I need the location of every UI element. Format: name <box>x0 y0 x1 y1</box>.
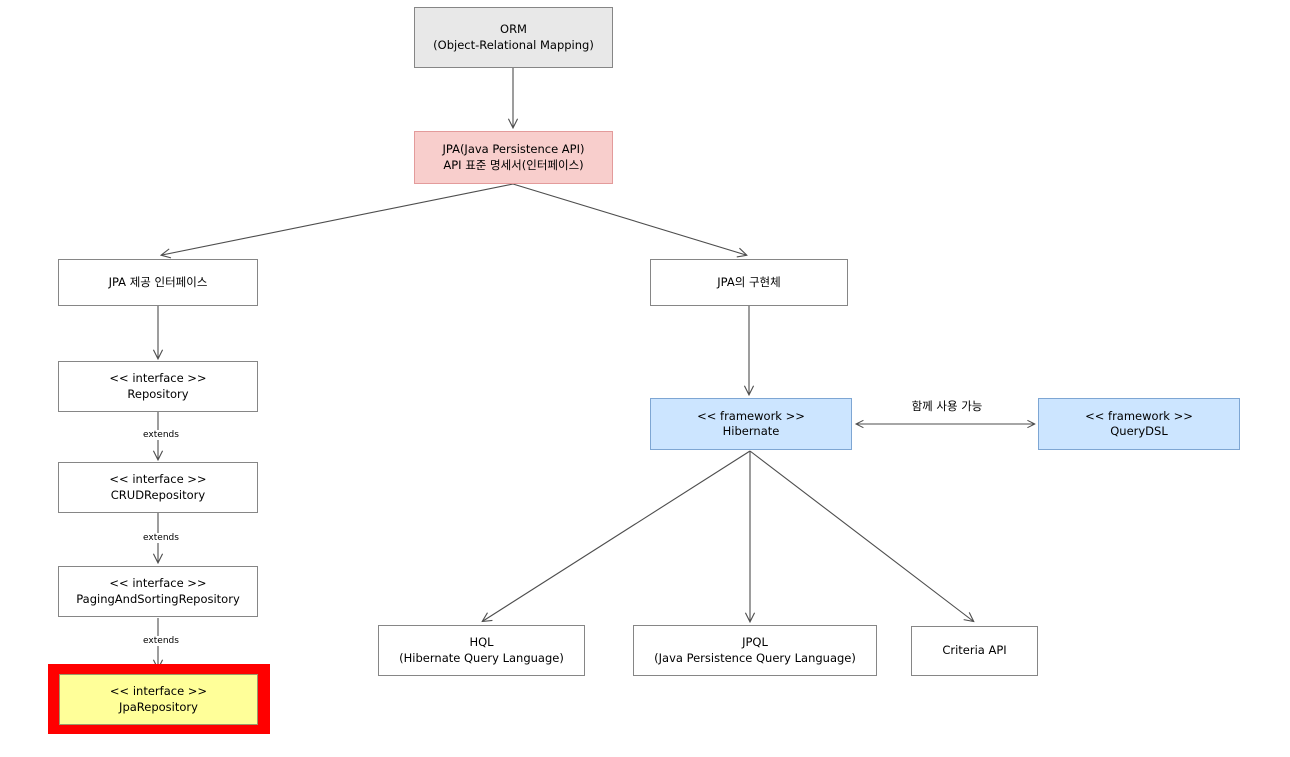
node-jpql-line1: JPQL <box>742 635 768 650</box>
node-crud-repository-line1: << interface >> <box>109 472 207 487</box>
node-hibernate[interactable]: << framework >> Hibernate <box>650 398 852 450</box>
node-criteria-api[interactable]: Criteria API <box>911 626 1038 676</box>
node-crud-repository-line2: CRUDRepository <box>110 487 206 502</box>
node-repository-line2: Repository <box>127 386 189 401</box>
node-jpa-interfaces-line1: JPA 제공 인터페이스 <box>108 274 208 289</box>
edge-label-together: 함께 사용 가능 <box>890 398 1004 414</box>
node-querydsl[interactable]: << framework >> QueryDSL <box>1038 398 1240 450</box>
node-hql-line2: (Hibernate Query Language) <box>399 650 564 665</box>
node-querydsl-line1: << framework >> <box>1085 408 1193 423</box>
node-jpql[interactable]: JPQL (Java Persistence Query Language) <box>633 625 877 676</box>
node-paging-repository-line2: PagingAndSortingRepository <box>76 591 240 606</box>
node-hql-line1: HQL <box>469 635 494 650</box>
node-paging-repository[interactable]: << interface >> PagingAndSortingReposito… <box>58 566 258 617</box>
node-hibernate-line2: Hibernate <box>722 424 780 438</box>
node-crud-repository[interactable]: << interface >> CRUDRepository <box>58 462 258 513</box>
node-repository[interactable]: << interface >> Repository <box>58 361 258 412</box>
node-hql[interactable]: HQL (Hibernate Query Language) <box>378 625 585 676</box>
node-jpa-repository-line1: << interface >> <box>109 684 208 699</box>
node-jpa-impl-line1: JPA의 구현체 <box>717 274 781 289</box>
node-jpa-repository-line2: JpaRepository <box>119 699 198 714</box>
node-orm-line2: (Object-Relational Mapping) <box>433 37 594 52</box>
node-jpa-impl[interactable]: JPA의 구현체 <box>650 259 848 306</box>
edge-label-extends-2: extends <box>133 533 189 543</box>
node-paging-repository-line1: << interface >> <box>109 576 207 591</box>
node-repository-line1: << interface >> <box>109 371 207 386</box>
edge-label-extends-1: extends <box>133 430 189 440</box>
node-jpa[interactable]: JPA(Java Persistence API) API 표준 명세서(인터페… <box>414 131 613 184</box>
node-jpa-interfaces[interactable]: JPA 제공 인터페이스 <box>58 259 258 306</box>
node-orm-line1: ORM <box>500 22 527 37</box>
node-jpa-line1: JPA(Java Persistence API) <box>442 142 585 157</box>
node-criteria-api-line1: Criteria API <box>942 643 1007 658</box>
node-jpa-repository[interactable]: << interface >> JpaRepository <box>59 674 258 725</box>
node-jpa-line2: API 표준 명세서(인터페이스) <box>443 157 584 172</box>
node-hibernate-line1: << framework >> <box>697 408 805 423</box>
node-querydsl-line2: QueryDSL <box>1110 424 1168 438</box>
node-orm[interactable]: ORM (Object-Relational Mapping) <box>414 7 613 68</box>
node-jpql-line2: (Java Persistence Query Language) <box>654 650 856 665</box>
edge-label-extends-3: extends <box>133 636 189 646</box>
